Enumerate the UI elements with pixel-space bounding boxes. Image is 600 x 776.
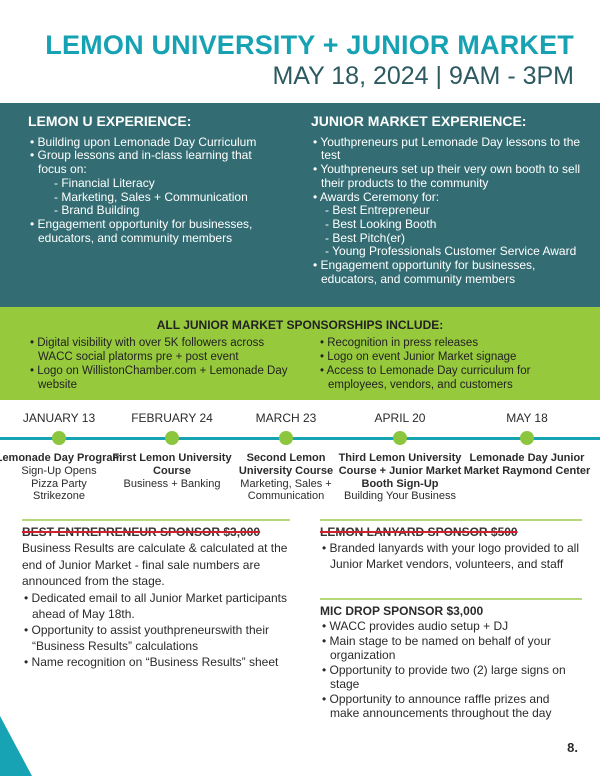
mic-drop-sponsor: MIC DROP SPONSOR $3,000 • WACC provides … xyxy=(320,598,582,721)
event-date: JANUARY 13 xyxy=(22,411,96,425)
experience-panel: LEMON U EXPERIENCE: • Building upon Lemo… xyxy=(0,103,600,307)
timeline-dot xyxy=(520,431,534,445)
timeline-event: FEBRUARY 24 First Lemon University Cours… xyxy=(107,400,237,490)
divider xyxy=(22,519,290,521)
best-entrepreneur-heading: BEST ENTREPRENEUR SPONSOR $3,000 xyxy=(22,525,261,539)
list-item: - Brand Building xyxy=(54,203,140,218)
divider xyxy=(320,519,582,521)
list-item: • Logo on event Junior Market signage xyxy=(320,351,517,363)
list-item: - Financial Literacy xyxy=(54,175,155,190)
best-entrepreneur-intro: Business Results are calculate & calcula… xyxy=(22,541,288,588)
event-title: Third Lemon University Course + Junior M… xyxy=(338,452,462,490)
best-entrepreneur-sponsor: BEST ENTREPRENEUR SPONSOR $3,000 Busines… xyxy=(22,519,290,670)
event-title: Lemonade Day Junior Market Raymond Cente… xyxy=(463,452,591,477)
junior-market-heading: JUNIOR MARKET EXPERIENCE: xyxy=(311,113,527,129)
timeline-dot xyxy=(279,431,293,445)
list-item: - Best Pitch(er) xyxy=(325,230,406,245)
list-item: - Best Looking Booth xyxy=(325,216,437,231)
list-item: - Best Entrepreneur xyxy=(325,203,430,218)
event-title: Second Lemon University Course xyxy=(238,452,334,477)
list-item: • Youthpreneurs set up their very own bo… xyxy=(313,162,581,190)
list-item: • Building upon Lemonade Day Curriculum xyxy=(30,134,257,149)
list-item: • Logo on WillistonChamber.com + Lemonad… xyxy=(30,365,288,391)
divider xyxy=(320,598,582,600)
event-date: MARCH 23 xyxy=(255,411,317,425)
list-item: • Group lessons and in-class learning th… xyxy=(30,148,252,177)
event-detail: Sign-Up Opens Pizza Party Strikezone xyxy=(21,464,97,503)
list-item: - Marketing, Sales + Communication xyxy=(54,189,248,204)
list-item: • Branded lanyards with your logo provid… xyxy=(322,541,580,571)
list-item: • Engagement opportunity for businesses,… xyxy=(313,258,536,286)
event-detail: Business + Banking xyxy=(123,477,221,490)
event-date: MAY 18, 2024 | 9AM - 3PM xyxy=(272,62,574,90)
list-item: • Recognition in press releases xyxy=(320,337,479,349)
list-item: • Name recognition on “Business Results”… xyxy=(24,654,279,669)
list-item: • WACC provides audio setup + DJ xyxy=(322,619,509,633)
timeline-event: MAY 18 Lemonade Day Junior Market Raymon… xyxy=(462,400,592,478)
list-item: • Opportunity to provide two (2) large s… xyxy=(322,662,566,692)
event-title: Lemonade Day Program xyxy=(0,452,123,464)
lemon-u-section: LEMON U EXPERIENCE: • Building upon Lemo… xyxy=(28,113,278,245)
list-item: • Awards Ceremony for: xyxy=(313,189,440,204)
event-title: First Lemon University Course xyxy=(112,452,232,477)
timeline-event: JANUARY 13 Lemonade Day Program Sign-Up … xyxy=(0,400,124,503)
corner-triangle-decoration xyxy=(0,716,32,776)
list-item: • Digital visibility with over 5K follow… xyxy=(30,337,265,363)
timeline-dot xyxy=(165,431,179,445)
lanyard-sponsor: LEMON LANYARD SPONSOR $500 • Branded lan… xyxy=(320,519,582,572)
list-item: • Access to Lemonade Day curriculum for … xyxy=(320,365,531,391)
list-item: • Opportunity to announce raffle prizes … xyxy=(322,691,552,721)
sponsorships-band: ALL JUNIOR MARKET SPONSORSHIPS INCLUDE: … xyxy=(0,307,600,400)
event-detail: Building Your Business xyxy=(344,490,456,503)
list-item: • Youthpreneurs put Lemonade Day lessons… xyxy=(313,134,581,163)
timeline-event: APRIL 20 Third Lemon University Course +… xyxy=(335,400,465,503)
junior-market-section: JUNIOR MARKET EXPERIENCE: • Youthpreneur… xyxy=(311,113,581,286)
event-detail: Marketing, Sales + Communication xyxy=(240,477,332,503)
lemon-u-heading: LEMON U EXPERIENCE: xyxy=(28,113,192,129)
mic-drop-heading: MIC DROP SPONSOR $3,000 xyxy=(320,604,484,618)
list-item: • Dedicated email to all Junior Market p… xyxy=(24,590,287,621)
timeline-dot xyxy=(393,431,407,445)
event-date: FEBRUARY 24 xyxy=(131,411,213,425)
list-item: • Opportunity to assist youthpreneurswit… xyxy=(24,622,269,653)
timeline-line xyxy=(0,437,600,440)
event-date: APRIL 20 xyxy=(374,411,426,425)
event-date: MAY 18 xyxy=(506,411,548,425)
page-title: LEMON UNIVERSITY + JUNIOR MARKET xyxy=(45,30,574,60)
list-item: • Engagement opportunity for businesses,… xyxy=(30,216,253,245)
lanyard-heading: LEMON LANYARD SPONSOR $500 xyxy=(320,525,518,539)
timeline: JANUARY 13 Lemonade Day Program Sign-Up … xyxy=(0,400,600,515)
timeline-dot xyxy=(52,431,66,445)
timeline-event: MARCH 23 Second Lemon University Course … xyxy=(221,400,351,503)
list-item: - Young Professionals Customer Service A… xyxy=(325,244,577,259)
sponsorships-heading: ALL JUNIOR MARKET SPONSORSHIPS INCLUDE: xyxy=(156,318,444,332)
list-item: • Main stage to be named on behalf of yo… xyxy=(322,633,552,663)
page-number: 8. xyxy=(567,740,578,755)
